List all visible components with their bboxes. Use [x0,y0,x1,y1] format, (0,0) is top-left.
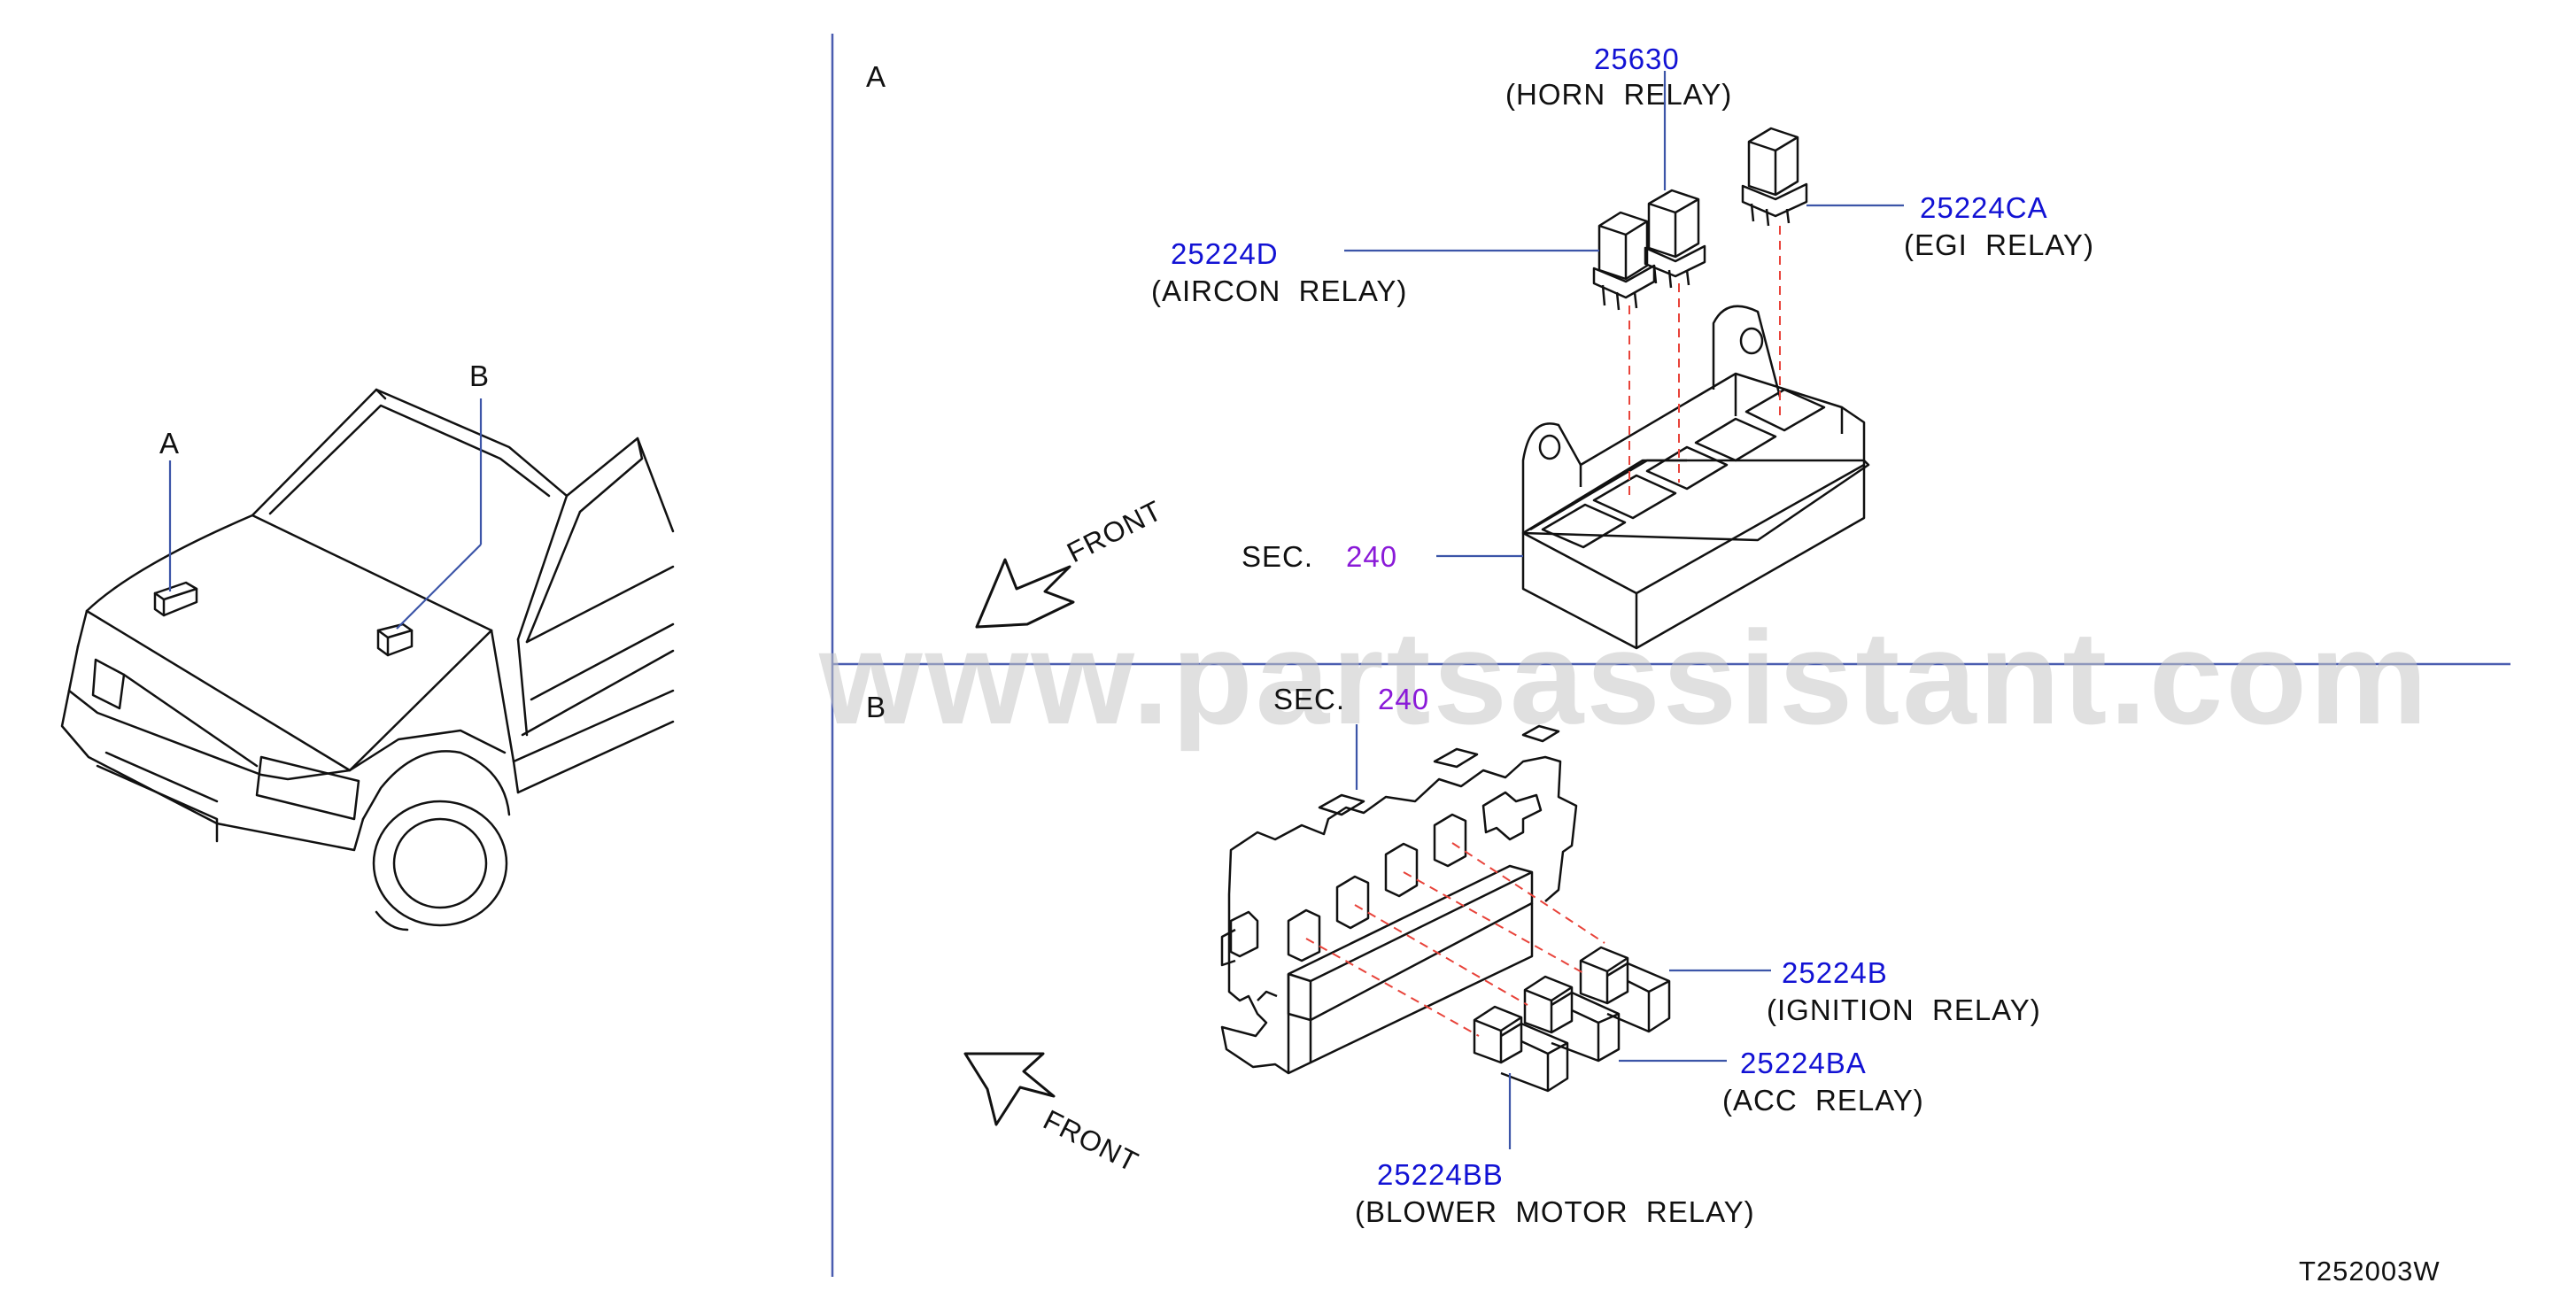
horn-relay-name: (HORN RELAY) [1505,78,1733,111]
install-lines-a [1628,226,1781,500]
acc-relay-name: (ACC RELAY) [1722,1084,1924,1117]
horn-relay-number[interactable]: 25630 [1594,43,1680,75]
section-ref-b-number[interactable]: 240 [1378,683,1430,715]
egi-relay-name: (EGI RELAY) [1904,228,2094,261]
egi-relay-number[interactable]: 25224CA [1920,191,2048,224]
view-dividers [831,34,2510,1277]
diagram-code: T252003W [2299,1256,2441,1287]
leaders-a [1344,71,1904,558]
relays-a [1592,127,1808,311]
front-arrow-b [963,1052,1056,1126]
aircon-relay-number[interactable]: 25224D [1171,237,1279,270]
ignition-relay-name: (IGNITION RELAY) [1767,993,2041,1026]
vehicle-drawing [60,388,675,931]
install-lines-b [1305,842,1605,1037]
view-label-b: B [866,691,887,723]
ignition-relay-number[interactable]: 25224B [1782,956,1888,989]
aircon-relay-name: (AIRCON RELAY) [1151,274,1408,307]
junction-block-b [1220,724,1578,1075]
front-arrows [963,558,1075,1126]
acc-relay-number[interactable]: 25224BA [1740,1047,1867,1079]
vehicle-callout-b: B [469,359,491,392]
vehicle-leaders [168,398,483,630]
view-label-a: A [866,60,887,93]
watermark: www.partsassistant.com [819,603,2431,752]
dash-blower [1305,938,1480,1037]
dash-acc [1354,904,1528,1006]
vehicle-callout-a: A [159,427,181,460]
section-ref-a-prefix: SEC. [1242,540,1314,573]
blower-motor-relay-number[interactable]: 25224BB [1377,1158,1504,1191]
blower-motor-relay-name: (BLOWER MOTOR RELAY) [1355,1195,1755,1228]
leader-b-diagonal [396,544,482,630]
section-ref-b-prefix: SEC. [1273,683,1346,715]
leaders-b [1355,724,1771,1149]
section-ref-a-number[interactable]: 240 [1346,540,1398,573]
relays-b [1473,946,1671,1093]
relay-block-a [1521,305,1870,650]
dash-ignition-1 [1403,871,1586,975]
dash-ignition-2 [1451,842,1605,944]
front-arrow-a [975,558,1075,629]
